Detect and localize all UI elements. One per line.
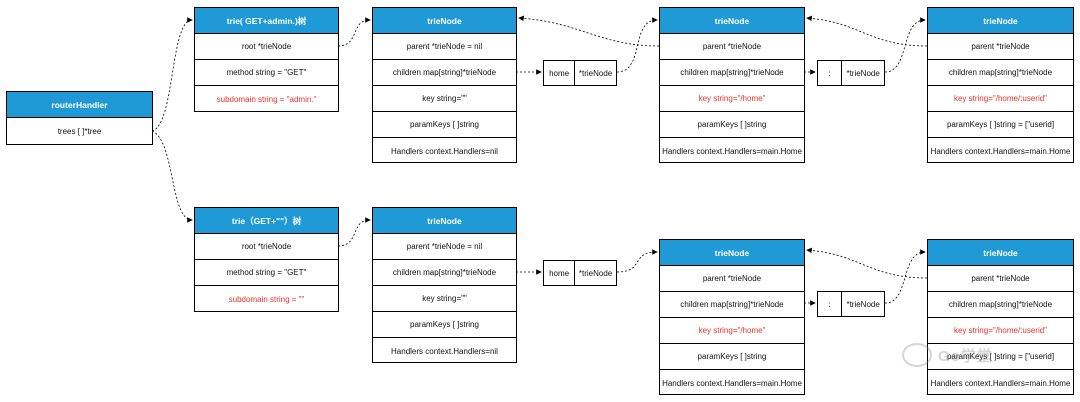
edge-parent-back-a3 — [806, 15, 928, 47]
trie-node-a1: trieNode parent *trieNode = nil children… — [372, 7, 517, 163]
node-paramkeys-field: paramKeys [ ]string — [373, 112, 516, 138]
trie-node-title: trieNode — [928, 240, 1073, 266]
node-children-field: children map[string]*trieNode — [373, 260, 516, 286]
children-map-entry-colon: : *trieNode — [817, 291, 885, 317]
router-handler-title: routerHandler — [7, 92, 152, 118]
node-parent-field: parent *trieNode — [660, 34, 804, 60]
edge-router-to-admin-tree — [151, 17, 193, 132]
trie-tree-root-title: trie（GET+""）树 — [195, 208, 338, 234]
node-key-field: key string="" — [373, 286, 516, 312]
map-key: home — [544, 261, 576, 285]
node-parent-field: parent *trieNode = nil — [373, 234, 516, 260]
node-children-field: children map[string]*trieNode — [928, 60, 1073, 86]
edge-rootree-root-to-node — [337, 217, 371, 247]
node-children-field: children map[string]*trieNode — [928, 292, 1073, 318]
children-map-entry-home: home *trieNode — [543, 60, 617, 86]
map-key: home — [544, 61, 576, 85]
edge-router-to-root-tree — [151, 130, 193, 223]
trie-node-title: trieNode — [373, 208, 516, 234]
trie-tree-root-box: trie（GET+""）树 root *trieNode method stri… — [194, 207, 339, 312]
map-value: *trieNode — [846, 299, 880, 309]
tree-root-subdomain-field: subdomain string = "" — [228, 294, 305, 304]
node-handlers-field: Handlers context.Handlers=main.Home — [930, 146, 1071, 156]
router-handler-trees-field: trees [ ]*tree — [57, 126, 102, 136]
tree-admin-subdomain-field: subdomain string = "admin." — [216, 94, 317, 104]
node-handlers-field: Handlers context.Handlers=main.Home — [930, 378, 1071, 388]
tree-root-root-field: root *trieNode — [195, 234, 338, 260]
node-paramkeys-field: paramKeys [ ]string — [373, 312, 516, 338]
wechat-icon — [902, 343, 932, 367]
edge-colon-to-node-b3 — [884, 249, 926, 304]
trie-node-a2: trieNode parent *trieNode children map[s… — [659, 7, 805, 163]
node-parent-field: parent *trieNode = nil — [373, 34, 516, 60]
node-parent-field: parent *trieNode — [928, 266, 1073, 292]
node-key-field: key string="" — [373, 86, 516, 112]
tree-admin-method-field: method string = "GET" — [195, 60, 338, 86]
trie-node-title: trieNode — [660, 8, 804, 34]
node-key-field: key string="/home" — [660, 318, 804, 344]
trie-node-title: trieNode — [928, 8, 1073, 34]
node-parent-field: parent *trieNode — [928, 34, 1073, 60]
node-handlers-field: Handlers context.Handlers=nil — [391, 346, 498, 356]
node-children-field: children map[string]*trieNode — [660, 292, 804, 318]
trie-node-b1: trieNode parent *trieNode = nil children… — [372, 207, 517, 363]
node-paramkeys-field: paramKeys [ ]string = ["userid] — [928, 344, 1073, 370]
trie-tree-admin-title: trie( GET+admin.)树 — [195, 8, 338, 34]
node-paramkeys-field: paramKeys [ ]string — [660, 112, 804, 138]
edge-parent-back-b3 — [806, 247, 928, 279]
node-children-field: children map[string]*trieNode — [660, 60, 804, 86]
trie-node-a3: trieNode parent *trieNode children map[s… — [927, 7, 1074, 163]
router-handler-box: routerHandler trees [ ]*tree — [6, 91, 153, 145]
trie-node-title: trieNode — [373, 8, 516, 34]
edge-map-to-node-b2 — [616, 249, 658, 273]
trie-node-b3: trieNode parent *trieNode children map[s… — [927, 239, 1074, 395]
node-handlers-field: Handlers context.Handlers=main.Home — [662, 146, 802, 156]
node-key-field: key string="/home/:userid" — [928, 86, 1073, 112]
node-key-field: key string="/home" — [660, 86, 804, 112]
map-value: *trieNode — [578, 268, 613, 278]
watermark-text: Go学堂 — [938, 347, 993, 365]
map-value: *trieNode — [578, 68, 613, 78]
tree-root-method-field: method string = "GET" — [195, 260, 338, 286]
node-key-field: key string="/home/:userid" — [928, 318, 1073, 344]
trie-node-b2: trieNode parent *trieNode children map[s… — [659, 239, 805, 395]
children-map-entry-home: home *trieNode — [543, 260, 617, 286]
map-key: : — [818, 292, 843, 316]
edge-admin-root-to-node — [337, 17, 371, 47]
children-map-entry-colon: : *trieNode — [817, 60, 885, 86]
edge-map-to-node-a2 — [616, 17, 658, 73]
trie-tree-admin-box: trie( GET+admin.)树 root *trieNode method… — [194, 7, 339, 112]
map-key: : — [818, 61, 843, 85]
node-children-field: children map[string]*trieNode — [373, 60, 516, 86]
map-value: *trieNode — [846, 68, 880, 78]
edge-colon-to-node-a3 — [884, 17, 926, 73]
node-paramkeys-field: paramKeys [ ]string — [660, 344, 804, 370]
node-handlers-field: Handlers context.Handlers=main.Home — [662, 378, 802, 388]
node-paramkeys-field: paramKeys [ ]string = ["userid] — [928, 112, 1073, 138]
node-parent-field: parent *trieNode — [660, 266, 804, 292]
tree-admin-root-field: root *trieNode — [195, 34, 338, 60]
trie-node-title: trieNode — [660, 240, 804, 266]
node-handlers-field: Handlers context.Handlers=nil — [391, 146, 498, 156]
wechat-watermark: Go学堂 — [902, 340, 1012, 370]
